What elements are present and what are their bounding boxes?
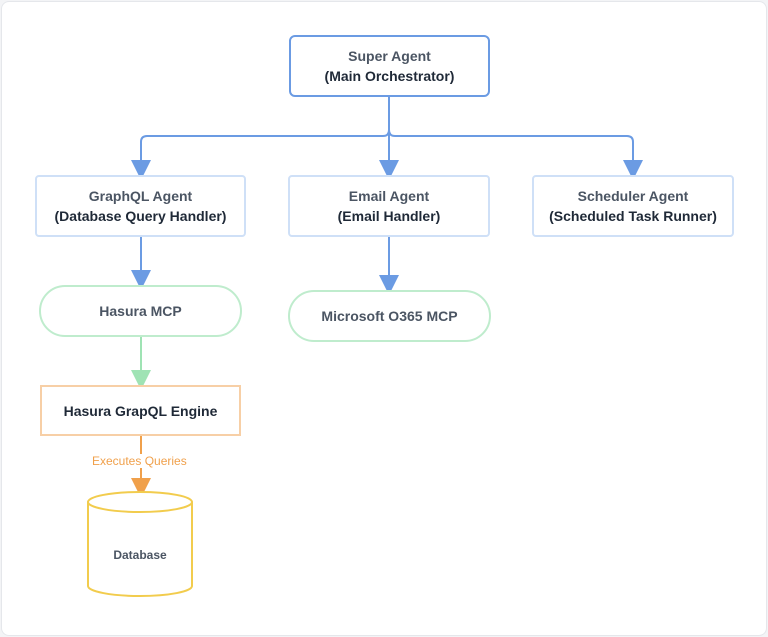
email-agent-subtitle: (Email Handler) <box>337 208 441 224</box>
executes-queries-label: Executes Queries <box>90 454 189 468</box>
hasura-engine-node: Hasura GrapQL Engine <box>40 385 241 436</box>
hasura-mcp-title: Hasura MCP <box>99 303 182 319</box>
super-agent-subtitle: (Main Orchestrator) <box>324 68 455 84</box>
o365-mcp-title: Microsoft O365 MCP <box>321 308 458 324</box>
edge-super-to-scheduler <box>388 97 643 180</box>
graphql-agent-node: GraphQL Agent (Database Query Handler) <box>35 175 246 237</box>
hasura-mcp-node: Hasura MCP <box>39 285 242 337</box>
hasura-engine-title: Hasura GrapQL Engine <box>63 402 218 419</box>
database-cylinder <box>87 491 193 597</box>
o365-mcp-node: Microsoft O365 MCP <box>288 290 491 342</box>
graphql-agent-title: GraphQL Agent <box>88 188 193 204</box>
scheduler-agent-node: Scheduler Agent (Scheduled Task Runner) <box>532 175 734 237</box>
super-agent-node: Super Agent (Main Orchestrator) <box>289 35 490 97</box>
database-label: Database <box>113 548 167 562</box>
email-agent-title: Email Agent <box>348 188 430 204</box>
super-agent-title: Super Agent <box>348 48 431 64</box>
scheduler-agent-title: Scheduler Agent <box>577 188 689 204</box>
edge-super-to-graphql <box>131 97 390 180</box>
scheduler-agent-subtitle: (Scheduled Task Runner) <box>549 208 717 224</box>
email-agent-node: Email Agent (Email Handler) <box>288 175 490 237</box>
graphql-agent-subtitle: (Database Query Handler) <box>54 208 227 224</box>
